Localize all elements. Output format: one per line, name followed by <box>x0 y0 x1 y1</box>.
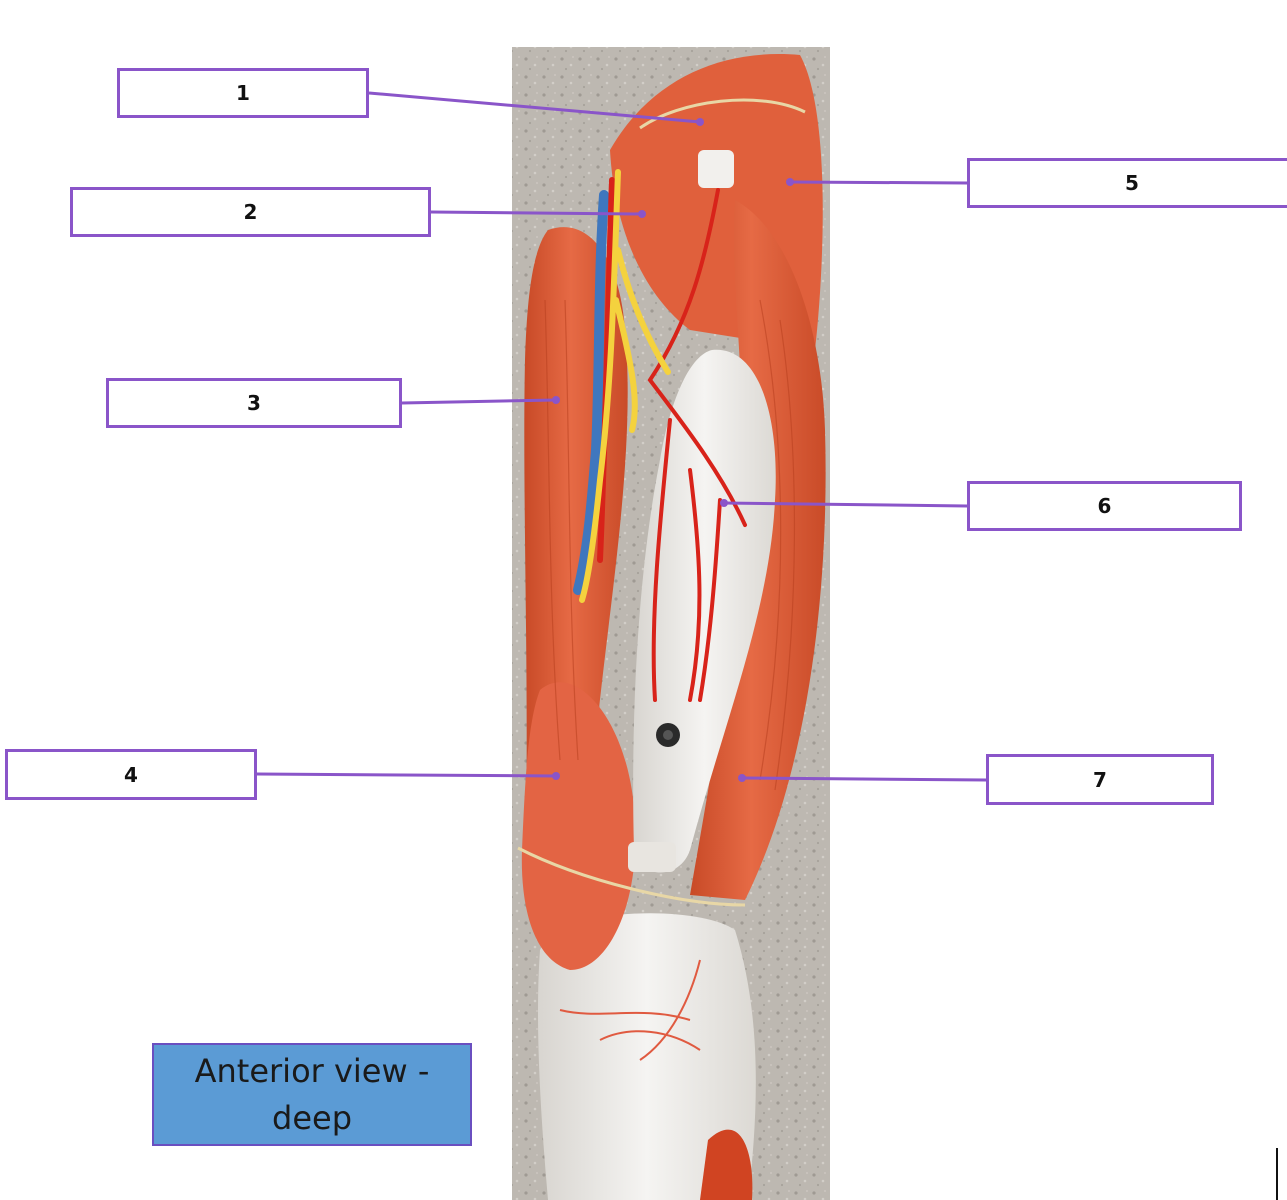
label-box-4[interactable]: 4 <box>5 749 257 800</box>
view-caption: Anterior view - deep <box>152 1043 472 1146</box>
leader-line-6 <box>723 501 968 508</box>
vastus-medialis <box>521 682 636 970</box>
leader-line-7 <box>741 776 987 782</box>
femoral-artery <box>597 177 615 563</box>
text-cursor-mark <box>1276 1148 1278 1200</box>
leader-line-2 <box>430 210 643 216</box>
tie-string-knee <box>517 846 746 907</box>
label-box-3[interactable]: 3 <box>106 378 402 428</box>
femoral-nerve <box>579 169 671 603</box>
label-box-7[interactable]: 7 <box>986 754 1214 805</box>
knee-vessels <box>559 959 701 1061</box>
label-box-5[interactable]: 5 <box>967 158 1287 208</box>
hip-peg <box>698 150 734 188</box>
label-box-6[interactable]: 6 <box>967 481 1242 531</box>
deep-femoral-artery <box>647 188 747 702</box>
leader-line-5 <box>789 180 968 185</box>
muscle-striations <box>544 299 796 791</box>
femur-peg <box>628 842 676 872</box>
femoral-vein <box>573 190 609 595</box>
leader-line-3 <box>401 398 557 405</box>
lower-leg-muscle <box>700 1129 753 1200</box>
leader-line-1 <box>368 91 701 124</box>
leader-line-4 <box>256 772 557 778</box>
knee-lower-leg <box>537 913 756 1200</box>
label-box-1[interactable]: 1 <box>117 68 369 118</box>
label-box-2[interactable]: 2 <box>70 187 431 237</box>
